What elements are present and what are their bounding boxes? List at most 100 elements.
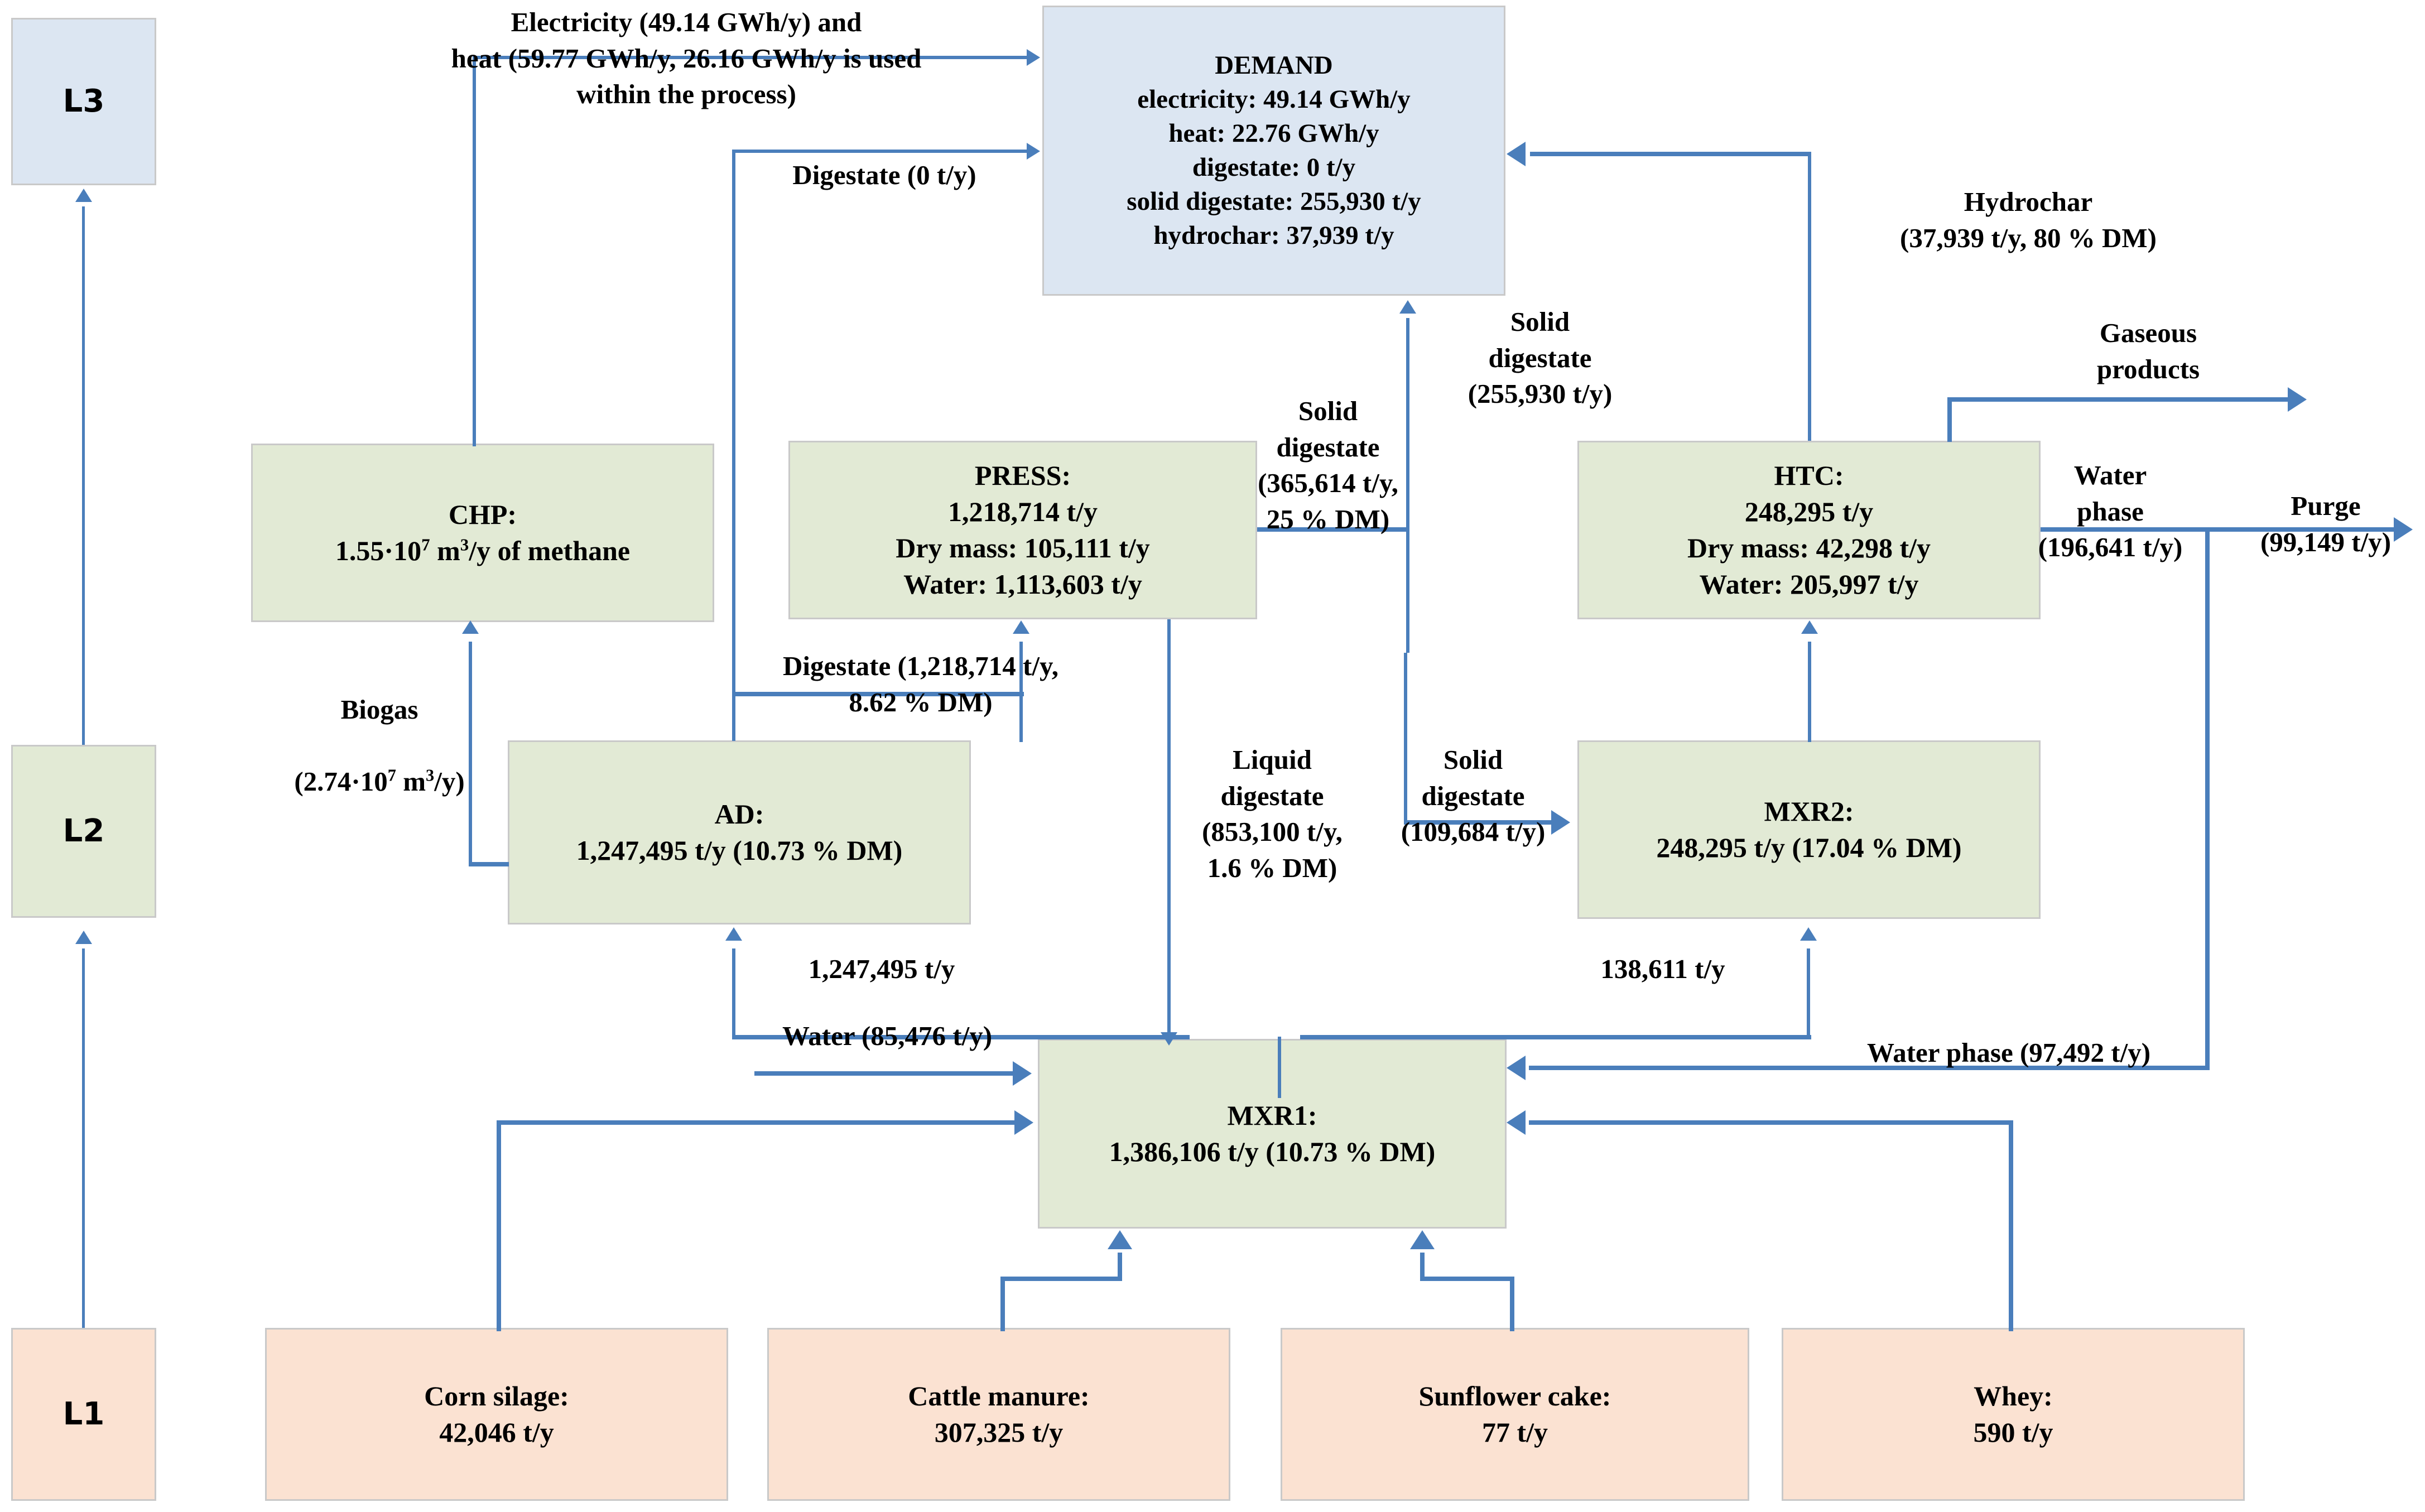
cattle-manure-to-mxr1-vertical	[1118, 1253, 1122, 1280]
label-electricity-heat: Electricity (49.14 GWh/y) and heat (59.7…	[451, 7, 922, 110]
htc-line-total: 248,295 t/y	[1744, 496, 1874, 527]
press-solid-digestate-bar	[1257, 527, 1409, 532]
mxr1-title: MXR1:	[1227, 1100, 1317, 1131]
ad-line-total: 1,247,495 t/y (10.73 % DM)	[576, 835, 903, 866]
gaseous-products-arrowhead	[2288, 387, 2307, 412]
label-liquid-digestate: Liquid digestate (853,100 t/y, 1.6 % DM)	[1202, 744, 1343, 884]
chp-methane-value: 1.55·107 m3/y of methane	[335, 535, 631, 566]
sunflower-cake-riser	[1510, 1277, 1514, 1331]
demand-line-digestate: digestate: 0 t/y	[1192, 153, 1356, 182]
water-phase-down-vertical	[2205, 527, 2210, 1070]
mxr1-line-total: 1,386,106 t/y (10.73 % DM)	[1109, 1136, 1436, 1167]
purge-arrowhead	[2394, 517, 2413, 542]
whey-to-mxr1-vertical	[2009, 1120, 2013, 1331]
feedstock-box-cattle-manure: Cattle manure: 307,325 t/y	[767, 1328, 1230, 1501]
whey-value: 590 t/y	[1973, 1417, 2053, 1448]
label-biogas-line1: Biogas	[340, 694, 418, 725]
htc-hydrochar-vertical	[1808, 152, 1811, 441]
press-solid-digestate-to-demand-line	[1406, 318, 1409, 653]
water-phase-to-mxr1-arrowhead	[1507, 1056, 1526, 1080]
corn-silage-to-mxr1-arrowhead	[1014, 1110, 1033, 1135]
htc-hydrochar-horizontal	[1530, 152, 1811, 156]
press-to-mxr2-vertical	[1404, 653, 1407, 823]
demand-title: DEMAND	[1215, 50, 1333, 80]
htc-hydrochar-arrowhead	[1507, 142, 1526, 166]
label-digestate-press: Digestate (1,218,714 t/y, 8.62 % DM)	[783, 651, 1058, 718]
chp-to-demand-vertical	[473, 56, 476, 446]
sunflower-cake-title: Sunflower cake:	[1418, 1380, 1611, 1412]
press-box: PRESS: 1,218,714 t/y Dry mass: 105,111 t…	[788, 441, 1257, 619]
label-solid-digestate-demand: Solid digestate (255,930 t/y)	[1467, 306, 1613, 410]
biogas-arrowhead	[462, 620, 479, 634]
level-box-l3: L3	[11, 18, 156, 185]
mxr2-title: MXR2:	[1764, 796, 1854, 827]
ad-to-press-vertical	[1019, 692, 1023, 742]
demand-line-heat: heat: 22.76 GWh/y	[1168, 118, 1379, 148]
label-digestate-zero: Digestate (0 t/y)	[792, 160, 976, 190]
sunflower-cake-to-mxr1-vertical	[1420, 1253, 1425, 1280]
chp-to-demand-horizontal	[473, 56, 1031, 59]
biogas-horizontal	[469, 862, 509, 866]
water-in-arrowhead	[1013, 1061, 1032, 1086]
mxr1-to-mxr2-vertical	[1807, 948, 1810, 1038]
label-gaseous-products: Gaseous products	[2096, 317, 2200, 384]
ad-box: AD: 1,247,495 t/y (10.73 % DM)	[508, 740, 971, 924]
chp-box: CHP: 1.55·107 m3/y of methane	[251, 444, 714, 622]
chp-to-demand-arrowhead	[1027, 49, 1040, 66]
mxr1-feed-riser	[1278, 1037, 1281, 1098]
ad-to-demand-digestate-arrowhead	[1027, 143, 1040, 160]
cattle-manure-to-mxr1-arrowhead	[1108, 1230, 1132, 1249]
whey-title: Whey:	[1974, 1380, 2053, 1412]
cattle-manure-title: Cattle manure:	[908, 1380, 1090, 1412]
label-solid-digestate-mxr2: Solid digestate (109,684 t/y)	[1401, 744, 1546, 848]
mxr1-to-ad-arrowhead	[725, 927, 742, 941]
ad-to-press-horizontal	[734, 692, 1024, 696]
label-water-in: Water (85,476 t/y)	[782, 1020, 993, 1051]
feedstock-box-whey: Whey: 590 t/y	[1782, 1328, 2245, 1501]
press-line-total: 1,218,714 t/y	[947, 496, 1098, 527]
label-ad-feed: 1,247,495 t/y	[808, 954, 955, 984]
htc-line-water: Water: 205,997 t/y	[1699, 569, 1919, 600]
label-mxr2-feed: 138,611 t/y	[1600, 954, 1725, 984]
htc-box: HTC: 248,295 t/y Dry mass: 42,298 t/y Wa…	[1577, 441, 2041, 619]
press-line-water: Water: 1,113,603 t/y	[903, 569, 1142, 600]
level-l1-to-l2-arrowhead	[75, 931, 92, 944]
feedstock-box-sunflower-cake: Sunflower cake: 77 t/y	[1281, 1328, 1749, 1501]
label-solid-digestate-press: Solid digestate (365,614 t/y, 25 % DM)	[1258, 396, 1398, 535]
mxr2-to-htc-arrowhead	[1801, 620, 1818, 634]
feedstock-box-corn-silage: Corn silage: 42,046 t/y	[265, 1328, 728, 1501]
label-water-phase-mxr1: Water phase (97,492 t/y)	[1866, 1037, 2151, 1068]
corn-silage-title: Corn silage:	[424, 1380, 569, 1412]
level-l2-to-l3-line	[82, 206, 85, 745]
label-purge: Purge (99,149 t/y)	[2260, 490, 2392, 557]
water-phase-out-line	[2041, 527, 2398, 532]
whey-to-mxr1-arrowhead	[1507, 1110, 1526, 1135]
press-title: PRESS:	[974, 460, 1071, 491]
water-phase-to-mxr1-horizontal	[1529, 1066, 2210, 1070]
label-biogas-line2: (2.74·107 m3/y)	[294, 765, 465, 797]
label-hydrochar: Hydrochar (37,939 t/y, 80 % DM)	[1900, 186, 2157, 253]
sunflower-cake-value: 77 t/y	[1481, 1417, 1548, 1448]
ad-to-demand-horizontal	[732, 150, 1033, 153]
mxr1-to-mxr2-horizontal	[1300, 1035, 1811, 1039]
ad-title: AD:	[714, 798, 764, 830]
corn-silage-to-mxr1-vertical	[497, 1120, 501, 1331]
biogas-vertical	[469, 642, 472, 865]
demand-line-electricity: electricity: 49.14 GWh/y	[1137, 84, 1411, 114]
level-l1-label: L1	[62, 1395, 105, 1432]
press-to-mxr2-horizontal	[1404, 820, 1555, 825]
gaseous-products-vertical	[1947, 397, 1952, 442]
whey-to-mxr1-horizontal	[1529, 1120, 2013, 1125]
level-l1-to-l2-line	[82, 948, 85, 1328]
cattle-manure-horizontal	[1000, 1277, 1122, 1281]
level-l3-label: L3	[62, 83, 105, 119]
ad-to-press-riser	[1019, 642, 1023, 694]
mxr1-to-ad-vertical	[732, 948, 735, 1038]
mxr2-line-total: 248,295 t/y (17.04 % DM)	[1656, 832, 1962, 863]
press-to-mxr2-arrowhead	[1551, 810, 1570, 835]
chp-title: CHP:	[448, 499, 517, 530]
level-l2-label: L2	[62, 812, 105, 849]
sunflower-cake-to-mxr1-arrowhead	[1410, 1230, 1435, 1249]
water-in-line	[754, 1071, 1017, 1076]
press-liquid-digestate-vertical	[1167, 619, 1171, 1043]
